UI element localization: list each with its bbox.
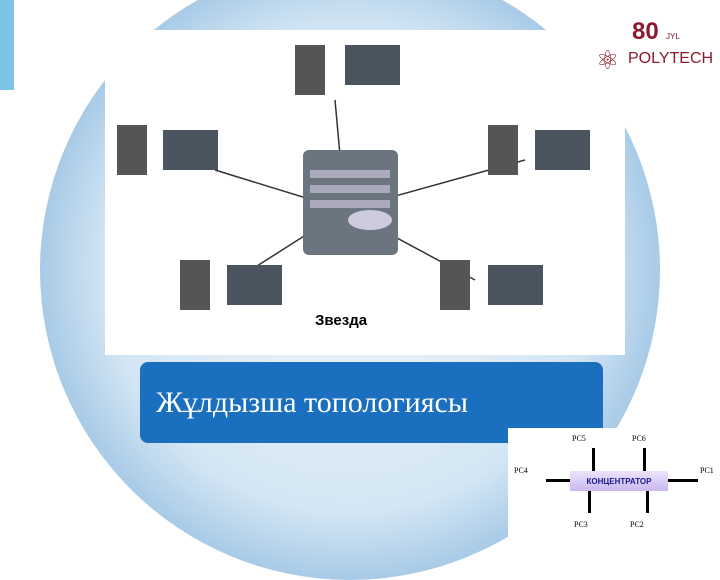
polytech-logo: 80 JYL POLYTECH ⚛ (592, 20, 716, 86)
node-pc1: PC1 (700, 466, 714, 475)
server-icon (303, 150, 398, 255)
node-pc2: PC2 (630, 520, 644, 529)
hub-diagram: КОНЦЕНТРАТОР PC5 PC6 PC4 PC1 PC3 PC2 (508, 428, 720, 540)
hub-box: КОНЦЕНТРАТОР (570, 471, 668, 491)
logo-name: POLYTECH (628, 50, 714, 67)
picture-caption: Звезда (315, 312, 368, 329)
pc-icon-bottom-right (440, 260, 543, 310)
node-pc4: PC4 (514, 466, 528, 475)
atom-icon: ⚛ (596, 45, 620, 75)
logo-number: 80 (632, 18, 659, 45)
decor-stripe (0, 0, 14, 90)
pc-icon-bottom-left (180, 260, 282, 310)
node-pc5: PC5 (572, 434, 586, 443)
node-pc3: PC3 (574, 520, 588, 529)
node-pc6: PC6 (632, 434, 646, 443)
logo-subtitle: JYL (666, 32, 680, 41)
pc-icon-right (488, 125, 590, 175)
star-topology-picture: Звезда (105, 30, 625, 355)
pc-icon-left (117, 125, 218, 175)
pc-icon-top (295, 45, 400, 95)
